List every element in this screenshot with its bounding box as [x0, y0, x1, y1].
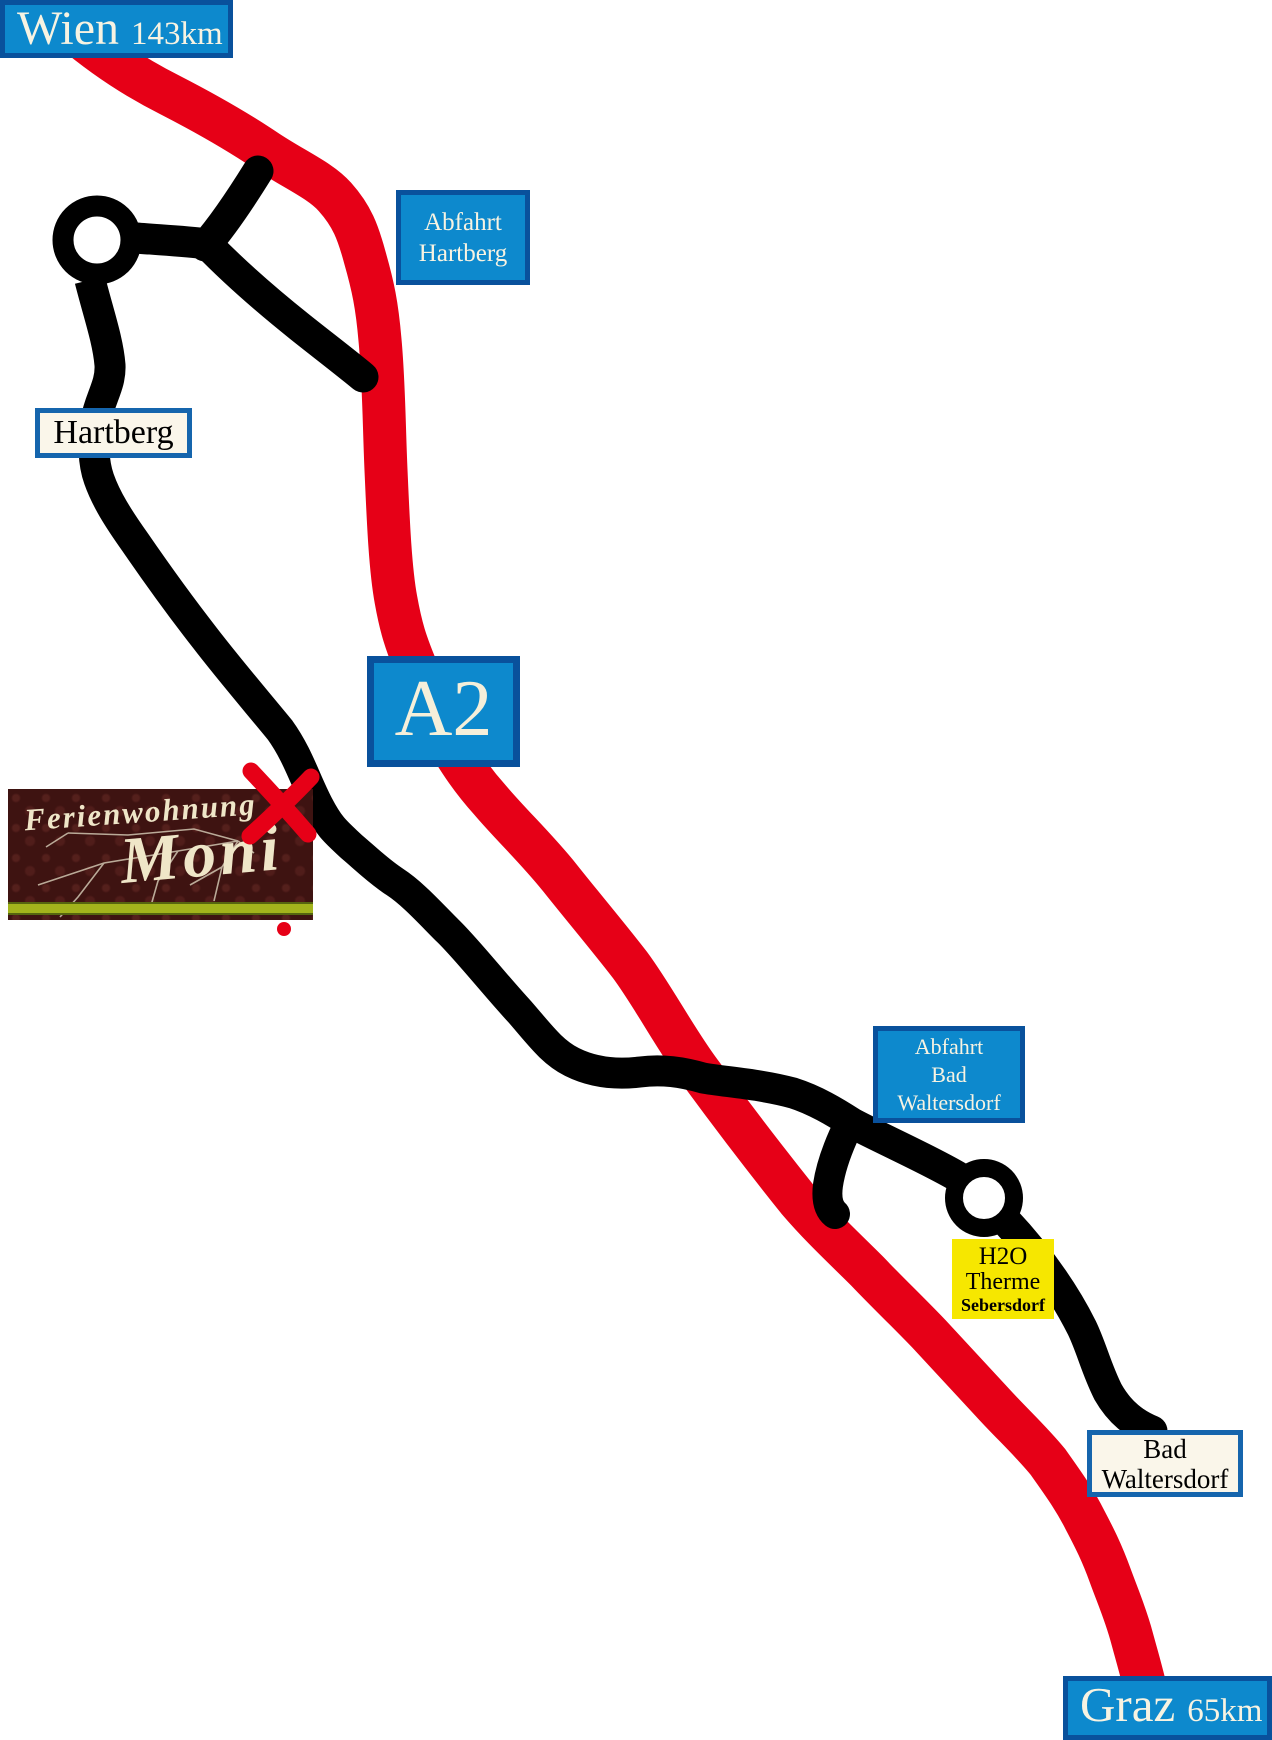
- logo-ferienwohnung-moni: Ferienwohnung Moni: [8, 789, 313, 920]
- sign-exit-hartberg: Abfahrt Hartberg: [396, 190, 530, 285]
- road-ramp-hartberg-upper: [189, 155, 274, 262]
- label-hartberg: Hartberg: [35, 408, 192, 458]
- logo-text-line2: Moni: [117, 811, 286, 898]
- h2o-line1: H2O: [978, 1242, 1028, 1270]
- sign-exit-bad-waltersdorf: Abfahrt Bad Waltersdorf: [873, 1026, 1025, 1123]
- roundabout-bad-waltersdorf: [945, 1159, 1023, 1237]
- wien-city-label: Wien: [17, 2, 120, 55]
- road-ramp-bad-waltersdorf: [812, 1107, 865, 1229]
- road-ramp-hartberg-lower: [120, 222, 379, 393]
- logo-green-stripe: [8, 902, 313, 915]
- sign-wien: Wien 143km: [0, 0, 233, 58]
- sign-graz: Graz 65km: [1063, 1676, 1272, 1740]
- label-h2o-therme: H2O Therme Sebersdorf: [952, 1239, 1054, 1319]
- hartberg-label-text: Hartberg: [53, 414, 174, 451]
- graz-distance-label: 65km: [1187, 1693, 1263, 1729]
- wien-distance-label: 143km: [131, 16, 223, 52]
- bw-line2: Waltersdorf: [1101, 1463, 1229, 1494]
- graz-city-label: Graz: [1080, 1677, 1176, 1732]
- sign-a2: A2: [367, 656, 520, 767]
- exit-hartberg-line2: Hartberg: [418, 239, 508, 267]
- highway-a2-path: [58, 13, 1170, 1705]
- exit-hartberg-line1: Abfahrt: [424, 208, 502, 236]
- bw-line1: Bad: [1143, 1433, 1187, 1464]
- exit-bw-line3: Waltersdorf: [897, 1089, 1001, 1115]
- exit-bw-line1: Abfahrt: [914, 1033, 984, 1059]
- road-local-main: [74, 276, 968, 1192]
- label-bad-waltersdorf: Bad Waltersdorf: [1087, 1430, 1243, 1497]
- h2o-line2: Therme: [965, 1268, 1041, 1295]
- h2o-line3: Sebersdorf: [961, 1294, 1045, 1315]
- a2-label-text: A2: [394, 665, 493, 753]
- roundabout-hartberg: [52, 195, 142, 285]
- exit-bw-line2: Bad: [931, 1061, 967, 1087]
